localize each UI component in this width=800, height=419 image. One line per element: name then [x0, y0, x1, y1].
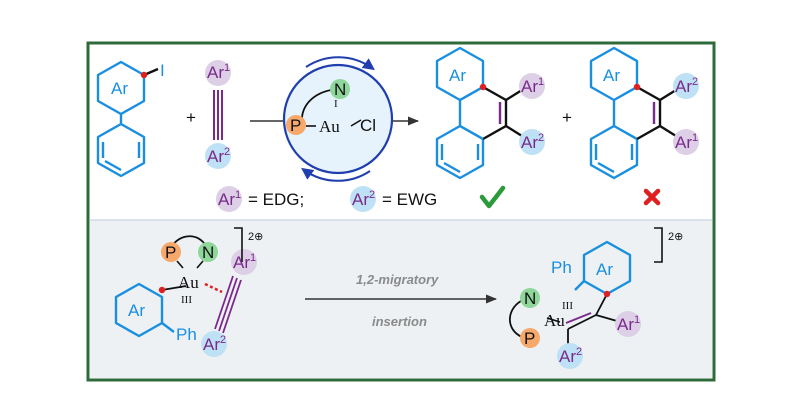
- gold-oxidation-state: III: [181, 294, 192, 306]
- p-ligand-label: P: [165, 243, 176, 262]
- iodine-label: I: [160, 61, 165, 80]
- n-ligand-label: N: [334, 80, 346, 99]
- n-ligand-label: N: [524, 289, 536, 308]
- phenyl-label: Ph: [551, 258, 572, 277]
- step-label-line2: insertion: [372, 314, 427, 329]
- gold-label: Au: [319, 117, 340, 136]
- ar1-label: Ar1: [218, 189, 241, 209]
- ar2-label: Ar2: [207, 146, 230, 166]
- ar-label: Ar: [111, 79, 128, 98]
- phenanthrene-product-disfavored: [589, 46, 677, 180]
- ar2-circle: [673, 73, 699, 99]
- plus-sign: +: [186, 108, 196, 127]
- ar-label: Ar: [449, 66, 466, 85]
- n-ligand-label: N: [202, 243, 214, 262]
- p-ligand-label: P: [524, 329, 535, 348]
- cross-icon: [643, 188, 661, 206]
- ar2-circle: [519, 129, 545, 155]
- reactive-site-dot: [158, 286, 166, 294]
- charge-label: 2⊕: [248, 231, 263, 243]
- edg-definition: = EDG;: [248, 190, 304, 209]
- ar1-label: Ar1: [617, 314, 640, 334]
- ar1-label: Ar1: [675, 132, 698, 152]
- gold-label: Au: [178, 273, 199, 292]
- reactive-site-dot: [633, 83, 641, 91]
- reactive-site-dot: [479, 83, 487, 91]
- reactive-site-dot: [140, 71, 148, 79]
- gold-label: Au: [544, 311, 565, 330]
- ar-label: Ar: [596, 260, 613, 279]
- plus-sign: +: [562, 108, 572, 127]
- gold-vinyl-complex: [508, 227, 663, 369]
- p-ligand-label: P: [290, 116, 301, 135]
- substituent-legend: [216, 186, 376, 212]
- ewg-definition: = EWG: [382, 190, 437, 209]
- reactive-site-dot: [603, 290, 611, 298]
- phenanthrene-product-favored: [435, 46, 523, 180]
- phenyl-label: Ph: [176, 325, 197, 344]
- ar1-label: Ar1: [207, 62, 230, 82]
- ar1-label: Ar1: [233, 252, 256, 272]
- chloride-label: Cl: [360, 116, 376, 135]
- alkyne-reactant: [205, 60, 231, 169]
- gold-oxidation-state: I: [334, 98, 338, 110]
- ar-label: Ar: [128, 301, 145, 320]
- ar1-circle: [519, 73, 545, 99]
- ar2-label: Ar2: [521, 132, 544, 152]
- ar1-circle: [673, 129, 699, 155]
- gold-aryl-alkyne-complex: [114, 227, 257, 357]
- gold-oxidation-state: III: [562, 300, 573, 312]
- ar2-label: Ar2: [675, 76, 698, 96]
- ar1-label: Ar1: [521, 76, 544, 96]
- ar2-label: Ar2: [203, 334, 226, 354]
- check-icon: [479, 185, 506, 209]
- step-label-line1: 1,2-migratory: [356, 272, 439, 287]
- ar2-label: Ar2: [352, 189, 375, 209]
- ar2-label: Ar2: [559, 346, 582, 366]
- ar-label: Ar: [603, 66, 620, 85]
- charge-label: 2⊕: [668, 231, 683, 243]
- catalytic-cycle: [282, 56, 394, 182]
